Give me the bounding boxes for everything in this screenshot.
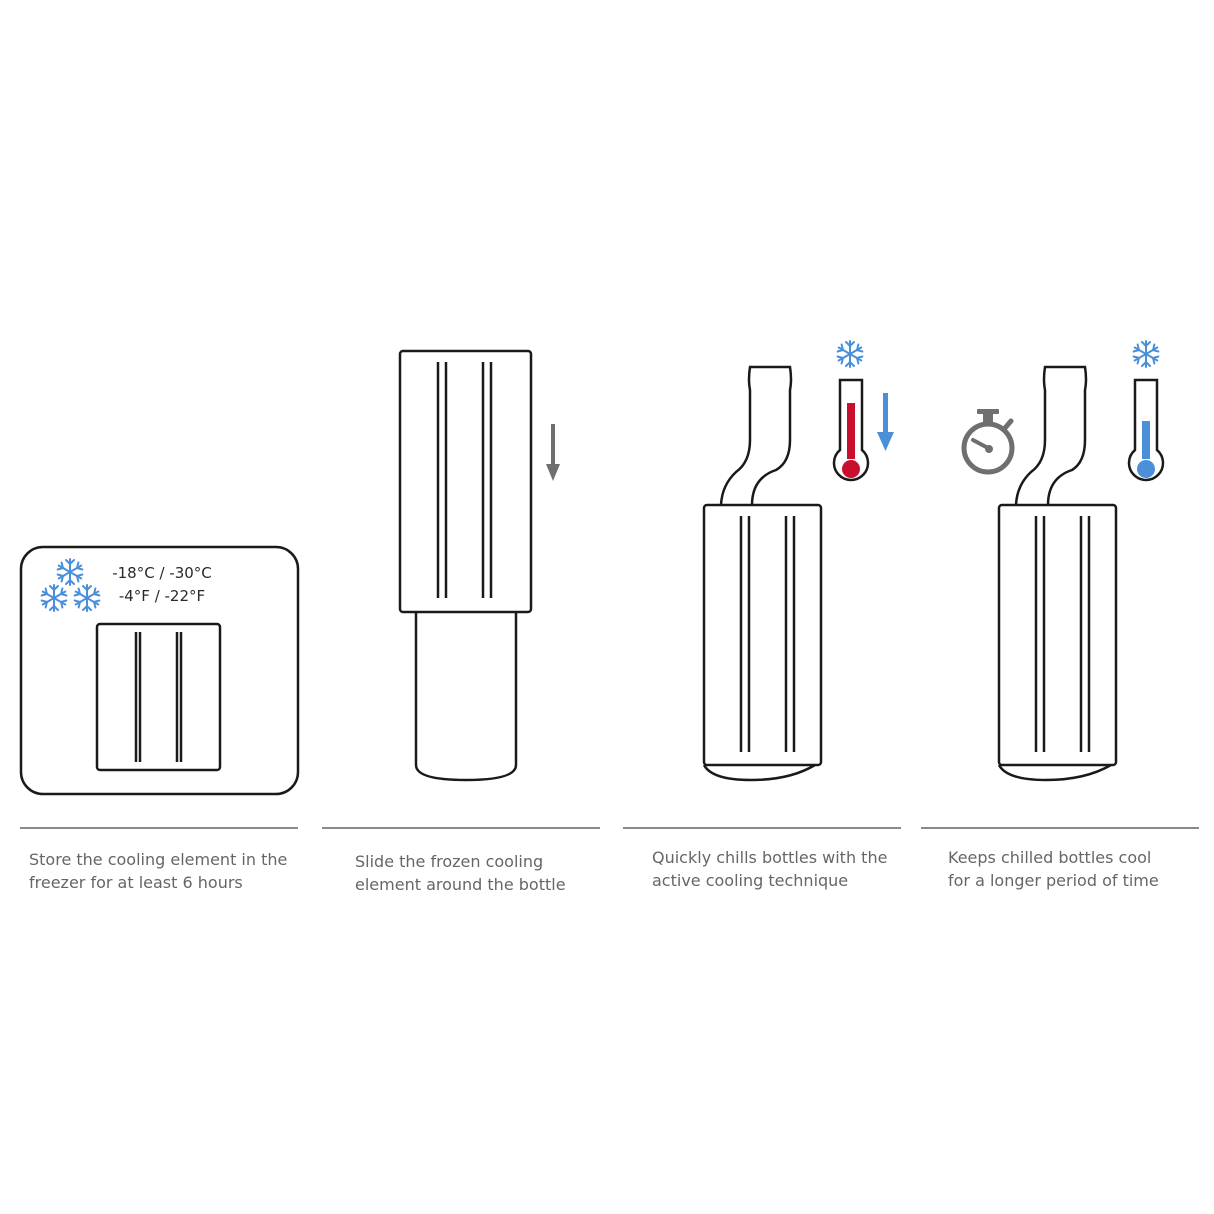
step-2-line-2: element around the bottle [355,875,566,894]
cooling-element [997,503,1118,767]
step-4-line-1: Keeps chilled bottles cool [948,848,1152,867]
divider-step-2 [322,827,600,829]
step-3-line-1: Quickly chills bottles with the [652,848,888,867]
snowflake-icon [836,340,864,368]
cooling-element [702,503,823,767]
step-3-caption: Quickly chills bottles with the active c… [652,846,887,892]
divider-step-1 [20,827,298,829]
freezer-panel [19,545,300,796]
freezer-temp-celsius: -18°C / -30°C [112,564,212,582]
step-1-line-1: Store the cooling element in the [29,850,288,869]
freezer-temp-fahrenheit: -4°F / -22°F [118,587,206,605]
cooling-element [398,349,533,614]
cooling-element [95,622,222,772]
thermometer-cold-icon [1127,378,1165,482]
snowflake-icon [56,558,84,586]
divider-step-3 [623,827,901,829]
step-2-line-1: Slide the frozen cooling [355,852,544,871]
step-4-caption: Keeps chilled bottles cool for a longer … [948,846,1159,892]
bottle [997,365,1112,782]
thermometer-hot-icon [832,378,870,482]
bottle [414,612,518,782]
stopwatch-icon [961,409,1015,475]
bottle [702,365,816,782]
divider-step-4 [921,827,1199,829]
snowflake-icon [1132,340,1160,368]
arrow-down-icon [877,393,894,451]
step-3-line-2: active cooling technique [652,871,849,890]
step-4-line-2: for a longer period of time [948,871,1159,890]
step-1-line-2: freezer for at least 6 hours [29,873,243,892]
arrow-down-icon [546,424,560,481]
step-2-caption: Slide the frozen cooling element around … [355,850,566,896]
snowflake-icon [40,584,68,612]
step-1-caption: Store the cooling element in the freezer… [29,848,287,894]
